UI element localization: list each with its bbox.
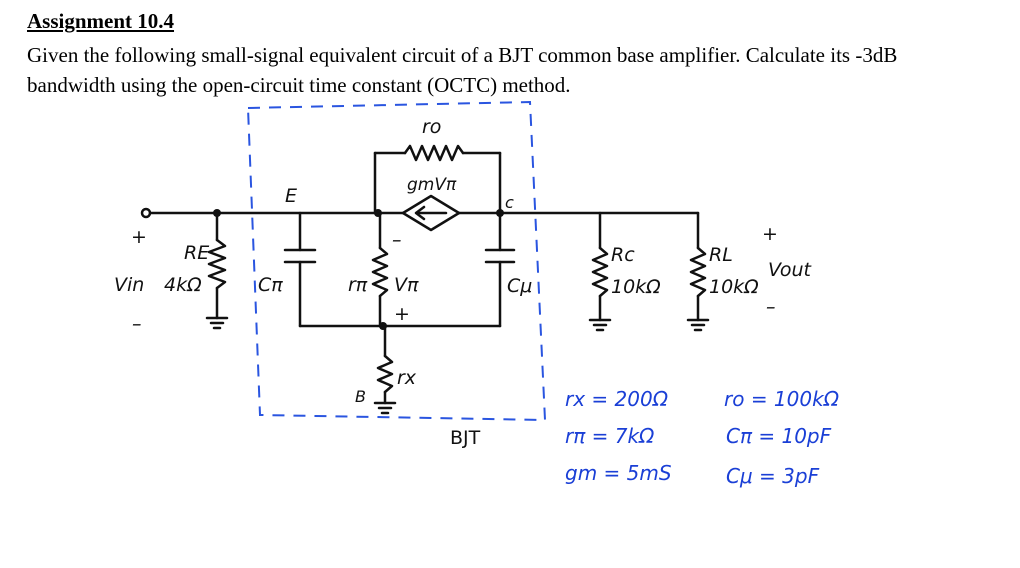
rc-resistor	[591, 246, 609, 298]
rpi-label: rπ	[348, 274, 368, 296]
circuit-wires	[140, 144, 710, 415]
cpi-label: Cπ	[258, 274, 283, 296]
vpi-plus-sign: +	[394, 303, 410, 325]
output-plus-sign: +	[762, 223, 778, 245]
rl-resistor	[689, 246, 707, 298]
re-label: RE	[184, 242, 209, 264]
re-value: 4kΩ	[164, 274, 202, 296]
ro-label: ro	[422, 116, 441, 138]
assignment-title: Assignment 10.4	[27, 9, 175, 33]
node-c	[496, 209, 504, 217]
circuit-nodes	[213, 209, 504, 330]
ro-resistor	[403, 144, 465, 162]
re-resistor	[207, 238, 227, 290]
vpi-minus-sign: –	[392, 229, 402, 251]
c-node-label: c	[505, 193, 514, 212]
gm-arrow-head	[414, 205, 426, 221]
rl-value: 10kΩ	[709, 276, 759, 298]
param-cmu: Cμ = 3pF	[726, 464, 820, 488]
rl-label: RL	[709, 244, 733, 266]
param-gm: gm = 5mS	[565, 461, 672, 485]
input-minus-sign: –	[132, 313, 142, 335]
rc-value: 10kΩ	[611, 276, 661, 298]
node-b-internal	[379, 322, 387, 330]
rc-label: Rc	[611, 244, 635, 266]
bjt-box-label: BJT	[450, 427, 481, 449]
rpi-resistor	[371, 246, 389, 298]
node-re	[213, 209, 221, 217]
rx-resistor	[376, 354, 394, 394]
param-rx: rx = 200Ω	[565, 387, 669, 411]
param-rpi: rπ = 7kΩ	[565, 424, 655, 448]
input-plus-sign: +	[131, 226, 147, 248]
vin-label: Vin	[114, 274, 144, 296]
node-e	[374, 209, 382, 217]
vout-label: Vout	[768, 259, 813, 281]
e-node-label: E	[285, 185, 297, 207]
bjt-boundary-box	[247, 100, 547, 422]
b-node-label: B	[355, 387, 366, 406]
output-minus-sign: –	[766, 296, 776, 318]
problem-statement: Given the following small-signal equival…	[27, 43, 898, 97]
vpi-label: Vπ	[394, 274, 419, 296]
cmu-label: Cμ	[507, 275, 532, 297]
param-cpi: Cπ = 10pF	[726, 424, 832, 448]
param-ro: ro = 100kΩ	[724, 387, 840, 411]
rx-label: rx	[397, 367, 417, 389]
gm-source-label: gmVπ	[407, 175, 457, 195]
